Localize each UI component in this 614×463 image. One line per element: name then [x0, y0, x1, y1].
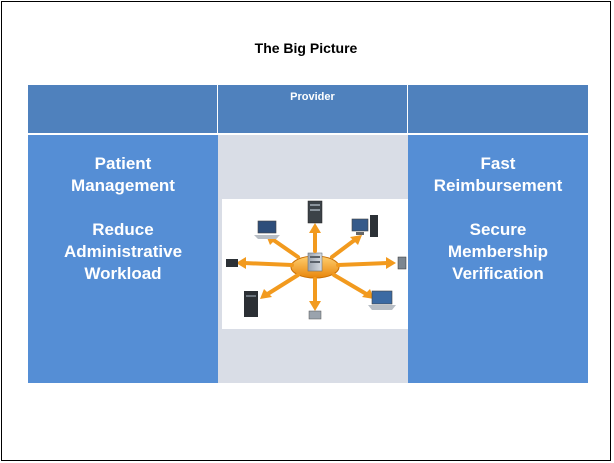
left-column-text: Patient Management Reduce Administrative… — [28, 153, 218, 285]
right-column: Fast Reimbursement Secure Membership Ver… — [408, 133, 588, 383]
header-provider-label: Provider — [290, 91, 335, 103]
left-line-2: Management — [71, 176, 175, 195]
right-line-5: Verification — [452, 264, 544, 283]
left-line-1: Patient — [94, 154, 152, 173]
left-column: Patient Management Reduce Administrative… — [28, 133, 218, 383]
header-cell-right — [408, 85, 588, 133]
left-line-3: Reduce — [92, 220, 154, 239]
slide-title: The Big Picture — [254, 40, 358, 56]
right-line-1: Fast — [480, 154, 516, 173]
header-cell-middle: Provider — [218, 85, 408, 133]
left-line-5: Workload — [84, 264, 162, 283]
right-line-3: Secure — [469, 220, 527, 239]
right-column-text: Fast Reimbursement Secure Membership Ver… — [408, 153, 588, 285]
right-line-2: Reimbursement — [433, 176, 563, 195]
network-hub-diagram-icon — [222, 199, 408, 329]
left-line-4: Administrative — [63, 242, 183, 261]
right-line-4: Membership — [447, 242, 549, 261]
header-cell-left — [28, 85, 218, 133]
